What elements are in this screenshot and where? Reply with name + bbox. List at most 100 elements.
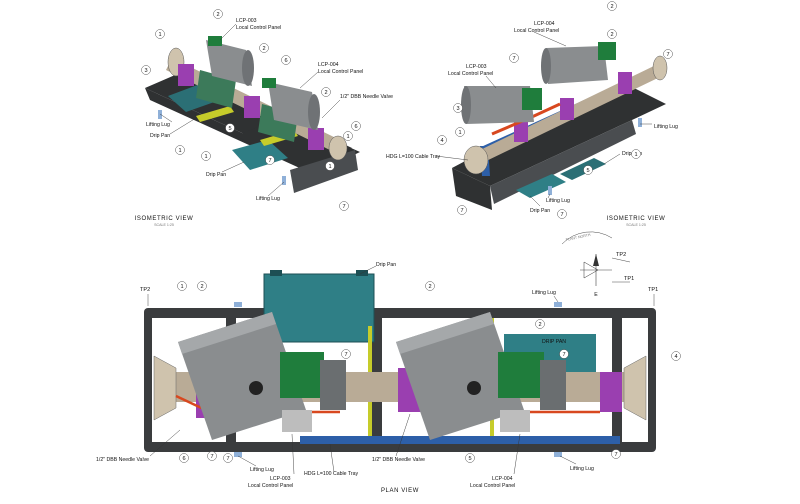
actuator-lcp4-r — [546, 46, 608, 84]
label-plan-cable-tray: HDG L=100 Cable Tray — [304, 471, 358, 477]
callout-circle — [351, 121, 361, 131]
callout-number: 2 — [262, 46, 265, 52]
callout-number: 7 — [226, 456, 229, 462]
leader-drip2 — [221, 161, 245, 173]
callout-circle — [465, 453, 475, 463]
callout-circle — [201, 151, 211, 161]
leader-lcp3-r — [485, 75, 497, 89]
lifting-lug-2 — [282, 176, 286, 185]
callout-number: 7 — [666, 52, 669, 58]
compass-arc — [561, 231, 613, 245]
label-lcp3-tag: LCP-003 — [236, 18, 257, 24]
plan-view: TP2 TP1 Drip Pan Lifting Lug DRIP PAN 1/… — [96, 262, 681, 494]
leader-plan-needle-mid — [395, 413, 411, 457]
actuator-lcp3 — [206, 40, 252, 86]
leader-drip1 — [169, 117, 197, 135]
callout-circle — [671, 351, 681, 361]
callout-number: 2 — [200, 284, 203, 290]
label-lifting-lug-r1: Lifting Lug — [654, 124, 678, 130]
plan-drip-pan-1 — [263, 273, 375, 343]
compass-rose: PLANT NORTH E TP2 TP1 — [561, 231, 634, 298]
callout-number: 1 — [328, 164, 331, 170]
callout-number: 5 — [228, 126, 231, 132]
view-scale-iso-right: SCALE 1:25 — [626, 223, 646, 227]
iso-view-left: LCP-003 Local Control Panel LCP-004 Loca… — [135, 9, 393, 227]
leader-plan-lcp3 — [291, 433, 295, 475]
label-lcp4-tag-r: LCP-004 — [534, 21, 555, 27]
compass-north-label: PLANT NORTH — [565, 233, 591, 242]
callout-number: 1 — [158, 32, 161, 38]
callout-number: 7 — [560, 212, 563, 218]
lifting-lug-r1 — [548, 186, 552, 195]
callout-circle — [225, 123, 235, 133]
callout-number: 6 — [182, 456, 185, 462]
leader-plan-needle-left — [149, 429, 181, 457]
plan-lifting-lug-bottom-right — [554, 452, 562, 457]
callout-number: 2 — [428, 284, 431, 290]
skid-frame-front-r — [452, 168, 492, 210]
callout-number: 7 — [562, 352, 565, 358]
lifting-lug-r2 — [638, 118, 642, 127]
label-lifting-lug-r2: Lifting Lug — [546, 198, 570, 204]
plan-actuator-lcp3 — [178, 312, 346, 440]
plan-drip-pan-1-lip — [270, 270, 282, 276]
plan-gearbox-1 — [320, 360, 346, 410]
drip-pan-1 — [232, 140, 288, 170]
actuator-end-r2 — [541, 48, 551, 84]
leader-plan-tray — [329, 443, 335, 473]
flange-outlet — [328, 135, 348, 161]
plan-reducer-outlet — [623, 355, 647, 421]
callout-circle — [437, 135, 447, 145]
callout-number: 2 — [324, 90, 327, 96]
plan-actuator-top-1 — [178, 312, 276, 354]
callout-circle — [141, 65, 151, 75]
plan-handwheel-2-icon — [467, 381, 481, 395]
callout-circle — [663, 49, 673, 59]
leader-tray-r — [435, 155, 469, 161]
callout-number: 7 — [268, 158, 271, 164]
leader-lcp3 — [219, 23, 237, 41]
callout-circle — [607, 1, 617, 11]
callout-circle — [265, 155, 275, 165]
label-tp2: TP2 — [140, 287, 150, 293]
label-drip-pan-2: Drip Pan — [206, 172, 226, 178]
callout-number: 1 — [178, 148, 181, 154]
label-lcp4-desc-r: Local Control Panel — [514, 28, 559, 34]
label-plan-lcp3-tag: LCP-003 — [270, 476, 291, 482]
leader-plan-lug-bl — [237, 455, 257, 467]
callouts-iso-left: 2 1 3 2 2 1 1 5 6 1 1 7 7 6 — [141, 9, 361, 211]
callout-number: 7 — [210, 454, 213, 460]
leader-drip1-r — [603, 153, 621, 165]
plan-actuator-top-2 — [396, 312, 494, 354]
callout-circle — [453, 103, 463, 113]
plan-control-panel-lcp4 — [498, 352, 544, 398]
callouts-plan: 1 2 2 2 7 7 4 6 7 5 7 7 — [177, 281, 681, 463]
drip-pan-r1 — [516, 174, 566, 198]
leader-drip2-r — [529, 195, 541, 207]
callout-circle — [207, 451, 217, 461]
label-lcp3-desc: Local Control Panel — [236, 25, 281, 31]
label-plan-drip-pan: Drip Pan — [376, 262, 396, 268]
callout-number: 5 — [468, 456, 471, 462]
plan-reducer-inlet — [153, 355, 177, 421]
flange-purple-r1 — [560, 98, 574, 120]
plan-handwheel-1-icon — [249, 381, 263, 395]
skid-frame-back-r — [452, 86, 666, 186]
callout-number: 2 — [610, 32, 613, 38]
callout-number: 3 — [144, 68, 147, 74]
callout-number: 7 — [344, 352, 347, 358]
view-title-iso-right: ISOMETRIC VIEW — [607, 216, 666, 222]
leader-lug1 — [159, 113, 173, 123]
flange-outlet-r — [652, 55, 668, 81]
label-lcp4-desc: Local Control Panel — [318, 69, 363, 75]
plan-actuator-lcp4 — [396, 312, 566, 440]
control-panel-lcp4-r — [598, 42, 616, 60]
callout-circle — [321, 87, 331, 97]
callout-circle — [559, 349, 569, 359]
callout-number: 3 — [456, 106, 459, 112]
callout-number: 1 — [180, 284, 183, 290]
callout-circle — [259, 43, 269, 53]
callout-number: 4 — [440, 138, 443, 144]
support-beam-1 — [196, 106, 234, 122]
label-lifting-lug-1: Lifting Lug — [146, 122, 170, 128]
